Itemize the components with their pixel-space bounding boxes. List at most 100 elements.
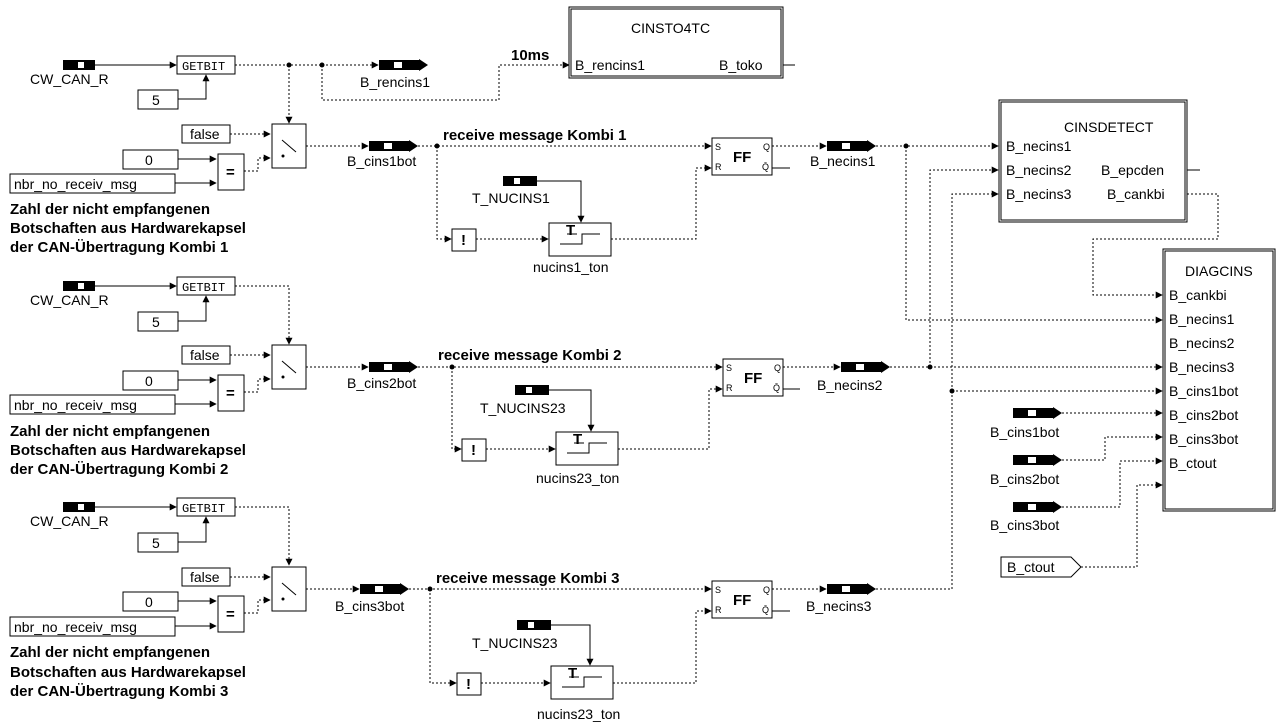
svg-text:false: false: [190, 347, 220, 363]
t-nucins23-label: T_NUCINS23: [480, 400, 566, 416]
svg-text:Q: Q: [763, 142, 770, 152]
note-kombi1-line3: der CAN-Übertragung Kombi 1: [10, 239, 228, 256]
svg-text:=: =: [226, 385, 235, 402]
cw-can-r-label: CW_CAN_R: [30, 71, 109, 87]
rate-10ms-label: 10ms: [511, 47, 549, 64]
b-ctout-label: B_ctout: [1007, 559, 1055, 575]
nucins23-ton-label: nucins23_ton: [536, 470, 619, 486]
svg-text:nucins23_ton: nucins23_ton: [537, 706, 620, 722]
timer-block[interactable]: [550, 665, 614, 700]
cinsdetect-in3: B_necins3: [1006, 186, 1072, 202]
svg-text:der CAN-Übertragung Kombi 2: der CAN-Übertragung Kombi 2: [10, 461, 228, 478]
svg-text:Q̄: Q̄: [762, 162, 769, 172]
svg-text:R: R: [715, 162, 722, 172]
t-nucins1-label: T_NUCINS1: [472, 190, 550, 206]
svg-text:Q̄: Q̄: [762, 605, 769, 615]
svg-text:nbr_no_receiv_msg: nbr_no_receiv_msg: [14, 619, 137, 635]
note-kombi1-line2: Botschaften aus Hardwarekapsel: [10, 220, 246, 237]
svg-text:5: 5: [152, 535, 160, 551]
cinsdetect-out2: B_cankbi: [1107, 186, 1165, 202]
svg-text:0: 0: [145, 594, 153, 610]
b-cins1bot-input: B_cins1bot: [990, 424, 1059, 440]
cinsto4tc-out1: B_toko: [719, 57, 763, 73]
svg-text:R: R: [726, 383, 733, 393]
svg-text:!: !: [466, 676, 471, 693]
svg-text:Botschaften aus Hardwarekapsel: Botschaften aus Hardwarekapsel: [10, 442, 246, 459]
svg-text:0: 0: [145, 373, 153, 389]
svg-text:CW_CAN_R: CW_CAN_R: [30, 513, 109, 529]
timer-block[interactable]: [555, 431, 619, 466]
nbr-no-receiv-msg-label: nbr_no_receiv_msg: [14, 176, 137, 192]
cinsto4tc-in1: B_rencins1: [575, 57, 645, 73]
svg-text:FF: FF: [733, 592, 751, 609]
svg-text:T: T: [573, 431, 582, 448]
ff-label: FF: [733, 149, 751, 166]
diagcins-block[interactable]: DIAGCINS B_cankbi B_necins1 B_necins2 B_…: [1162, 248, 1276, 512]
b-cins2bot-signal: B_cins2bot: [347, 375, 416, 391]
svg-text:R: R: [715, 605, 722, 615]
svg-text:T: T: [568, 665, 577, 682]
diagcins-port-6: B_cins2bot: [1169, 407, 1238, 423]
diagcins-port-5: B_cins1bot: [1169, 383, 1238, 399]
not-label: !: [461, 232, 466, 249]
flipflop-block[interactable]: [711, 137, 773, 176]
flipflop-block[interactable]: [722, 358, 784, 397]
const-false-label: false: [190, 126, 220, 142]
note-kombi1-line1: Zahl der nicht empfangenen: [10, 201, 210, 218]
cinsdetect-title: CINSDETECT: [1064, 119, 1154, 135]
cinsto4tc-block[interactable]: CINSTO4TC B_rencins1 B_toko: [568, 6, 795, 79]
b-necins1-signal: B_necins1: [810, 153, 876, 169]
diagcins-port-7: B_cins3bot: [1169, 431, 1238, 447]
b-necins2-signal: B_necins2: [817, 377, 883, 393]
diagcins-port-4: B_necins3: [1169, 359, 1235, 375]
diagcins-inputs: B_cins1bot B_cins2bot B_cins3bot B_ctout: [990, 407, 1163, 578]
compare-block[interactable]: [217, 153, 245, 191]
cinsdetect-out1: B_epcden: [1101, 162, 1164, 178]
cinsdetect-block[interactable]: CINSDETECT B_necins1 B_necins2 B_necins3…: [998, 99, 1200, 223]
heading-kombi2: receive message Kombi 2: [438, 347, 621, 364]
svg-text:T_NUCINS23: T_NUCINS23: [472, 635, 558, 651]
cinsdetect-in2: B_necins2: [1006, 162, 1072, 178]
b-rencins1-signal: B_rencins1: [360, 74, 430, 90]
diagcins-port-2: B_necins1: [1169, 311, 1235, 327]
heading-kombi1: receive message Kombi 1: [443, 127, 626, 144]
svg-text:GETBIT: GETBIT: [182, 502, 225, 516]
group-kombi3: CW_CAN_R GETBIT 5 false 0 nbr_no_receiv_…: [9, 190, 1163, 722]
getbit-label: GETBIT: [182, 60, 225, 74]
switch-block[interactable]: [271, 566, 307, 612]
not-block[interactable]: [461, 438, 487, 462]
nucins1-ton-label: nucins1_ton: [533, 259, 609, 275]
flipflop-block[interactable]: [711, 580, 773, 619]
svg-text:S: S: [726, 363, 732, 373]
b-cins2bot-input: B_cins2bot: [990, 471, 1059, 487]
diagcins-port-8: B_ctout: [1169, 455, 1217, 471]
group-kombi1: CW_CAN_R GETBIT 5 B_rencins1 10ms false …: [9, 47, 1163, 324]
b-cins3bot-signal: B_cins3bot: [335, 598, 404, 614]
svg-text:der CAN-Übertragung Kombi 3: der CAN-Übertragung Kombi 3: [10, 683, 228, 700]
const-five-label: 5: [152, 92, 160, 108]
svg-text:Botschaften aus Hardwarekapsel: Botschaften aus Hardwarekapsel: [10, 664, 246, 681]
port-marker-icon: [78, 62, 84, 68]
svg-text:FF: FF: [744, 370, 762, 387]
compare-eq-label: =: [226, 164, 235, 181]
not-block[interactable]: [456, 672, 482, 696]
heading-kombi3: receive message Kombi 3: [436, 570, 619, 587]
diagcins-port-1: B_cankbi: [1169, 287, 1227, 303]
svg-text:!: !: [471, 442, 476, 459]
svg-text:Zahl der nicht empfangenen: Zahl der nicht empfangenen: [10, 644, 210, 661]
diagcins-port-3: B_necins2: [1169, 335, 1235, 351]
cinsto4tc-title: CINSTO4TC: [631, 20, 710, 36]
svg-text:S: S: [715, 142, 721, 152]
diagcins-title: DIAGCINS: [1185, 263, 1253, 279]
b-necins3-signal: B_necins3: [806, 598, 872, 614]
not-block[interactable]: [451, 228, 477, 252]
timer-block[interactable]: [548, 222, 612, 257]
const-zero-label: 0: [145, 152, 153, 168]
b-cins1bot-signal: B_cins1bot: [347, 153, 416, 169]
svg-text:5: 5: [152, 314, 160, 330]
group-kombi2: CW_CAN_R GETBIT 5 false 0 nbr_no_receiv_…: [9, 166, 1163, 486]
compare-block[interactable]: [217, 595, 245, 633]
svg-text:Q̄: Q̄: [773, 383, 780, 393]
compare-block[interactable]: [217, 374, 245, 412]
